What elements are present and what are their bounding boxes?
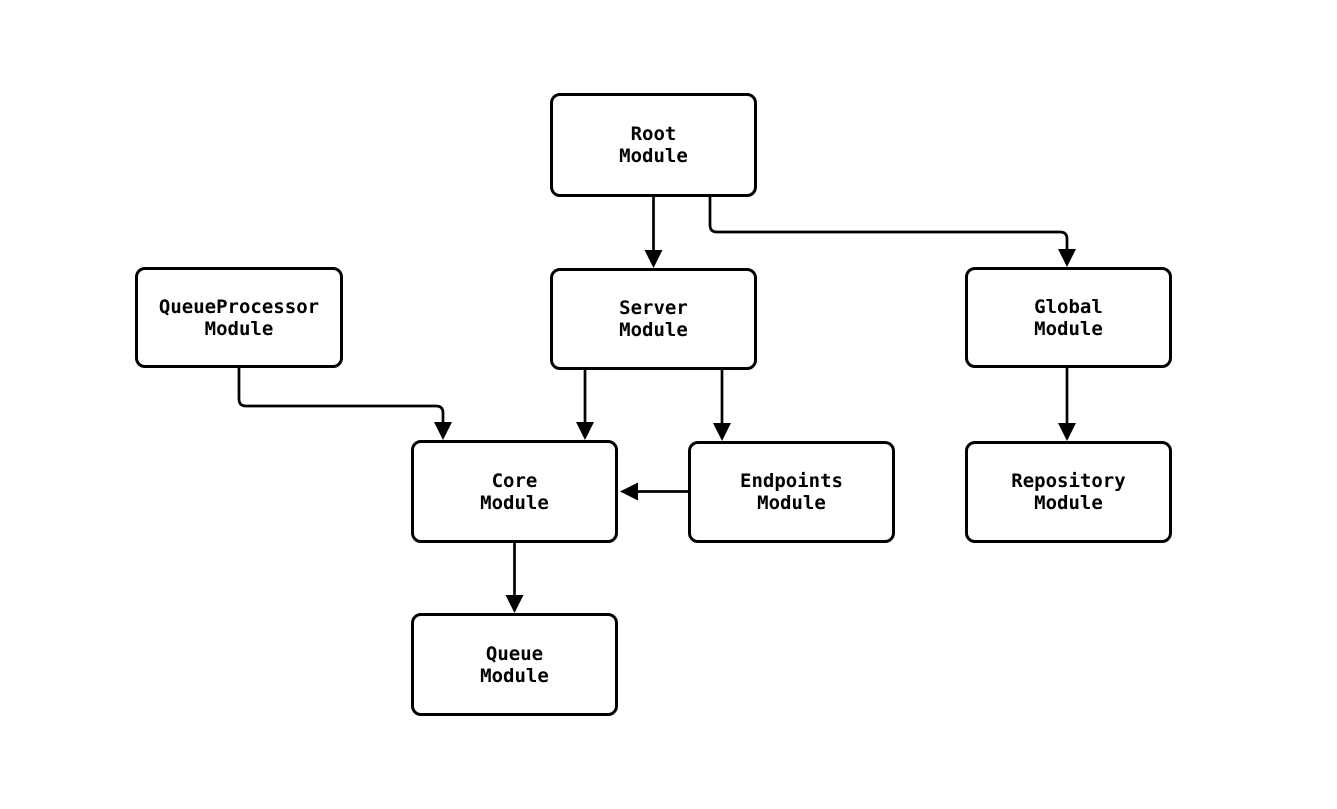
node-core-module-label: Core Module: [480, 469, 549, 514]
node-core-module: Core Module: [411, 440, 618, 543]
node-endpoints-module-label: Endpoints Module: [740, 470, 843, 514]
node-endpoints-module: Endpoints Module: [688, 441, 895, 543]
node-queue-module: Queue Module: [411, 613, 618, 716]
node-repository-module: Repository Module: [965, 441, 1172, 543]
node-global-module-label: Global Module: [1034, 295, 1103, 340]
node-global-module: Global Module: [965, 267, 1172, 368]
node-server-module-label: Server Module: [619, 297, 688, 341]
node-queueprocessor-module: QueueProcessor Module: [135, 267, 343, 368]
node-queue-module-label: Queue Module: [480, 642, 549, 687]
node-server-module: Server Module: [550, 268, 757, 370]
node-queueprocessor-module-label: QueueProcessor Module: [158, 295, 320, 340]
edge-root-to-global: [708, 197, 1076, 267]
node-repository-module-label: Repository Module: [1011, 470, 1126, 514]
node-root-module: Root Module: [550, 93, 757, 197]
node-root-module-label: Root Module: [619, 123, 688, 167]
edge-queueprocessor-to-core: [237, 368, 452, 440]
